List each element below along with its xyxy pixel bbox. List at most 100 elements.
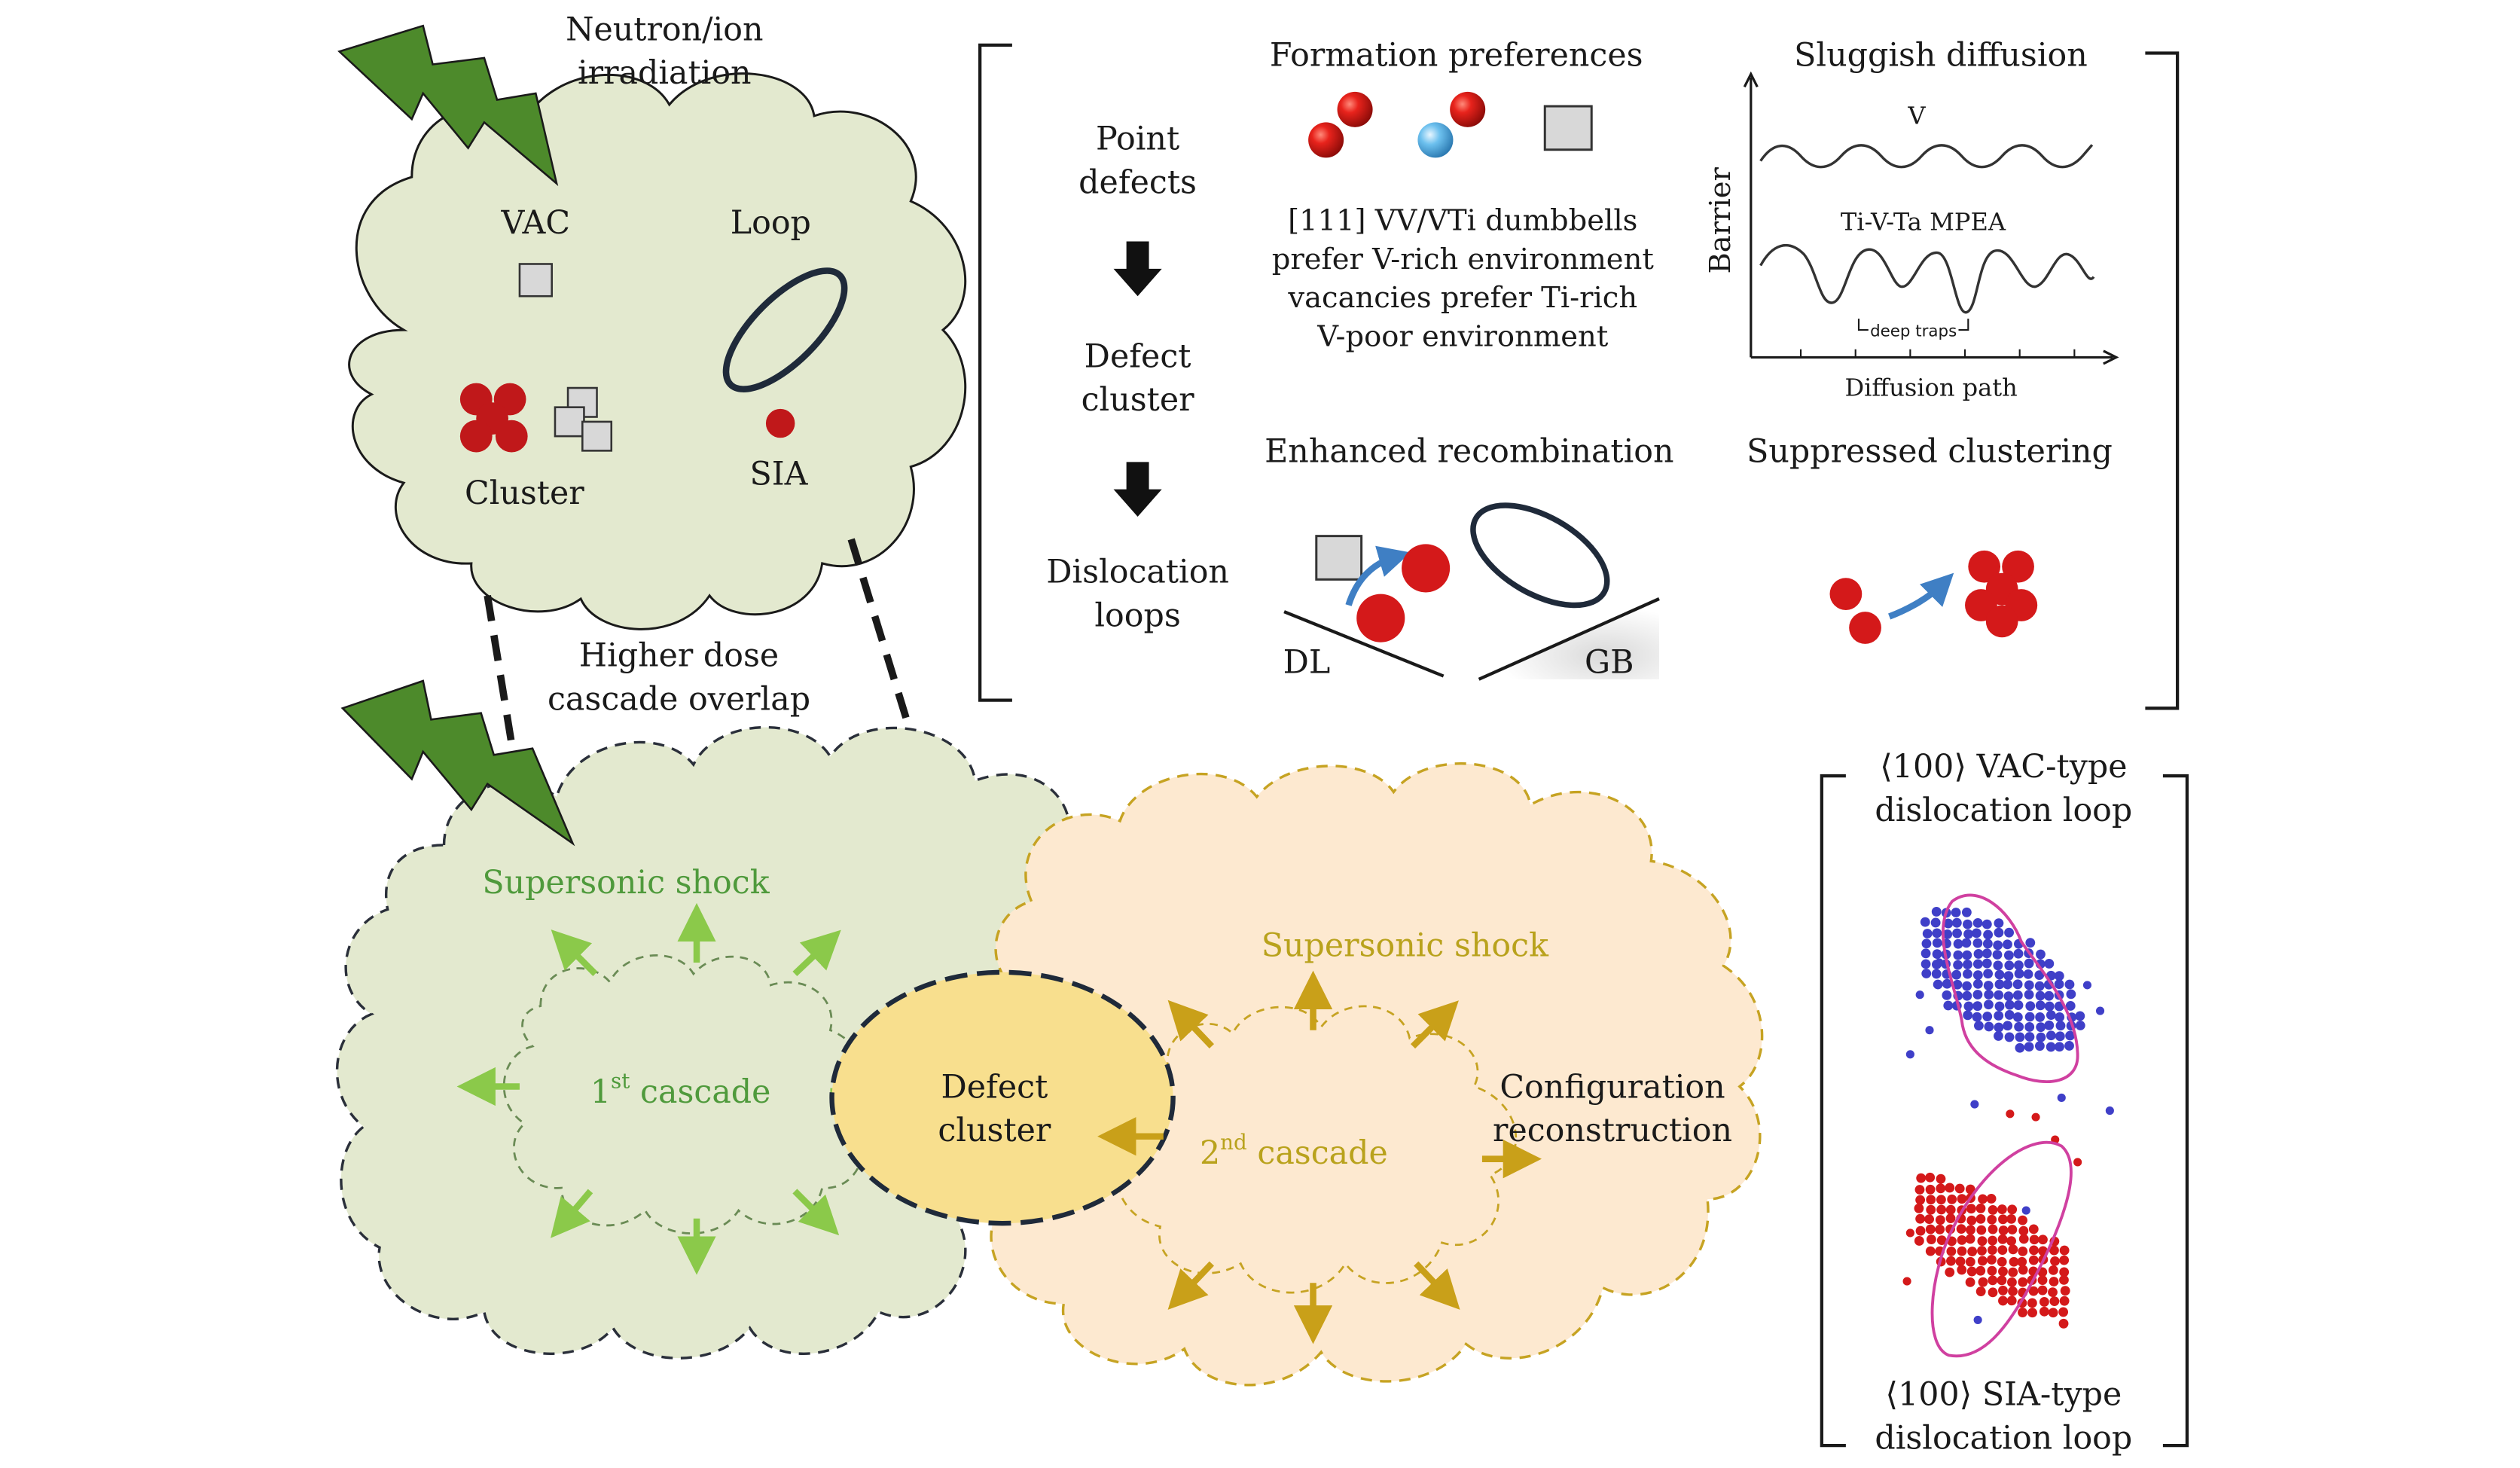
lattice-atom — [2028, 1286, 2039, 1296]
lattice-atom — [1946, 1256, 1956, 1266]
lightning-bolt-icon — [340, 679, 575, 847]
lattice-atom — [2064, 1041, 2074, 1051]
lattice-atom — [1998, 1296, 2008, 1306]
lattice-atom — [1977, 1246, 1987, 1256]
lattice-atom — [1994, 1022, 2004, 1033]
lattice-atom — [1965, 1184, 1975, 1195]
flow-step1-line2: defects — [1078, 163, 1197, 201]
lattice-atom — [2018, 1225, 2029, 1236]
lattice-atom — [2082, 981, 2092, 990]
lattice-atom — [2024, 990, 2034, 1000]
lattice-atom — [1926, 1204, 1936, 1215]
lattice-atom — [1915, 1225, 1926, 1236]
lattice-atom — [1994, 969, 2005, 980]
lattice-atom — [1982, 958, 1992, 969]
lattice-atom — [1902, 1277, 1911, 1286]
formation-line3: vacancies prefer Ti-rich — [1287, 281, 1637, 315]
lattice-atom — [2034, 981, 2045, 991]
lattice-atom — [1982, 938, 1993, 949]
lattice-atom — [2003, 939, 2012, 950]
lattice-atom — [1997, 1245, 2008, 1256]
lattice-atom — [1988, 1224, 1998, 1235]
lattice-atom — [2035, 1012, 2046, 1022]
lattice-atom — [1965, 1234, 1975, 1244]
lattice-atom — [2004, 960, 2015, 971]
defect-cluster-region — [829, 969, 1176, 1226]
lattice-atom — [2013, 948, 2024, 959]
lattice-atom — [1936, 1235, 1947, 1246]
lattice-atom — [1963, 969, 1972, 979]
lattice-atom — [2008, 1244, 2018, 1255]
lattice-atom — [1926, 1235, 1936, 1244]
lattice-atom — [1994, 1001, 2005, 1012]
lattice-atom — [1930, 917, 1941, 928]
sia-loop-label-line1: ⟨100⟩ SIA-type — [1885, 1376, 2122, 1414]
lattice-atom — [1984, 990, 1994, 1000]
lattice-atom — [2095, 1006, 2105, 1015]
lattice-atom — [1936, 1183, 1946, 1194]
lattice-atom — [2006, 1213, 2016, 1224]
lattice-atom — [1932, 949, 1942, 960]
lattice-atom — [2055, 1031, 2065, 1042]
lattice-atom — [1997, 1204, 2007, 1214]
lattice-atom — [2059, 1274, 2069, 1285]
dislocation-line — [1283, 610, 1445, 678]
lattice-atom — [1905, 1050, 1914, 1059]
flow-step3-line1: Dislocation — [1046, 554, 1229, 591]
lattice-atom — [2064, 979, 2075, 990]
lattice-atom — [2007, 1225, 2018, 1235]
lattice-atom — [2075, 1021, 2085, 1030]
lattice-atom — [2036, 949, 2046, 960]
lattice-atom — [1998, 1266, 2008, 1277]
lattice-atom — [1963, 960, 1972, 969]
left-bracket — [978, 43, 1012, 702]
lattice-atom — [1988, 1287, 1998, 1298]
lattice-atom — [2049, 1245, 2059, 1256]
mpea-barrier-curve — [1759, 243, 2095, 314]
formation-title: Formation preferences — [1270, 37, 1643, 75]
recombination-title: Enhanced recombination — [1265, 432, 1673, 470]
lattice-atom — [1957, 1265, 1967, 1275]
dislocation-loop-ring — [722, 267, 848, 392]
sia-atom — [765, 408, 795, 438]
lattice-atom — [1994, 1031, 2003, 1041]
lattice-atom — [1963, 919, 1972, 929]
lattice-atom — [1988, 1205, 1998, 1215]
lattice-atom — [2044, 990, 2054, 1001]
lattice-atom — [2034, 1041, 2045, 1051]
lattice-atom — [2046, 1010, 2056, 1021]
lattice-atom — [1966, 1266, 1977, 1277]
lattice-atom — [2029, 1235, 2039, 1245]
lattice-atom — [2060, 1286, 2070, 1296]
lattice-atom — [1975, 1286, 1986, 1296]
interstitial-atom — [1356, 594, 1405, 642]
dl-label: DL — [1283, 643, 1331, 681]
irradiation-label-line1: Neutron/ion — [566, 11, 763, 48]
lattice-atom — [2012, 1012, 2023, 1022]
lattice-atom — [2028, 1255, 2039, 1265]
lattice-atom — [1997, 1256, 2007, 1267]
lattice-atom — [2049, 1277, 2059, 1286]
lattice-atom — [1955, 1256, 1966, 1267]
lattice-atom — [1922, 929, 1933, 938]
vac-loop-label-line1: ⟨100⟩ VAC-type — [1880, 748, 2127, 786]
lattice-atom — [2017, 1256, 2027, 1267]
lattice-atom — [1984, 1021, 1994, 1032]
lattice-atom — [1963, 1001, 1974, 1012]
second-cascade-cloud — [960, 762, 1764, 1387]
lattice-atom — [1936, 1204, 1947, 1215]
lattice-atom — [2004, 1032, 2015, 1042]
vac-loop-label-line2: dislocation loop — [1875, 792, 2132, 829]
lattice-atom — [1916, 1173, 1927, 1183]
lattice-atom — [1982, 919, 1992, 929]
lattice-atom — [1962, 950, 1972, 960]
formation-line4: V-poor environment — [1316, 319, 1609, 353]
lattice-atom — [1962, 990, 1972, 1001]
second-shock-arrows — [1097, 970, 1542, 1344]
lattice-atom — [1972, 928, 1982, 938]
defect-cluster-label-line1: Defect — [941, 1068, 1048, 1106]
down-arrow-icon — [1113, 241, 1162, 297]
lattice-atom — [2012, 990, 2023, 1000]
formation-line2: prefer V-rich environment — [1272, 243, 1655, 276]
cluster-label: Cluster — [465, 475, 584, 512]
